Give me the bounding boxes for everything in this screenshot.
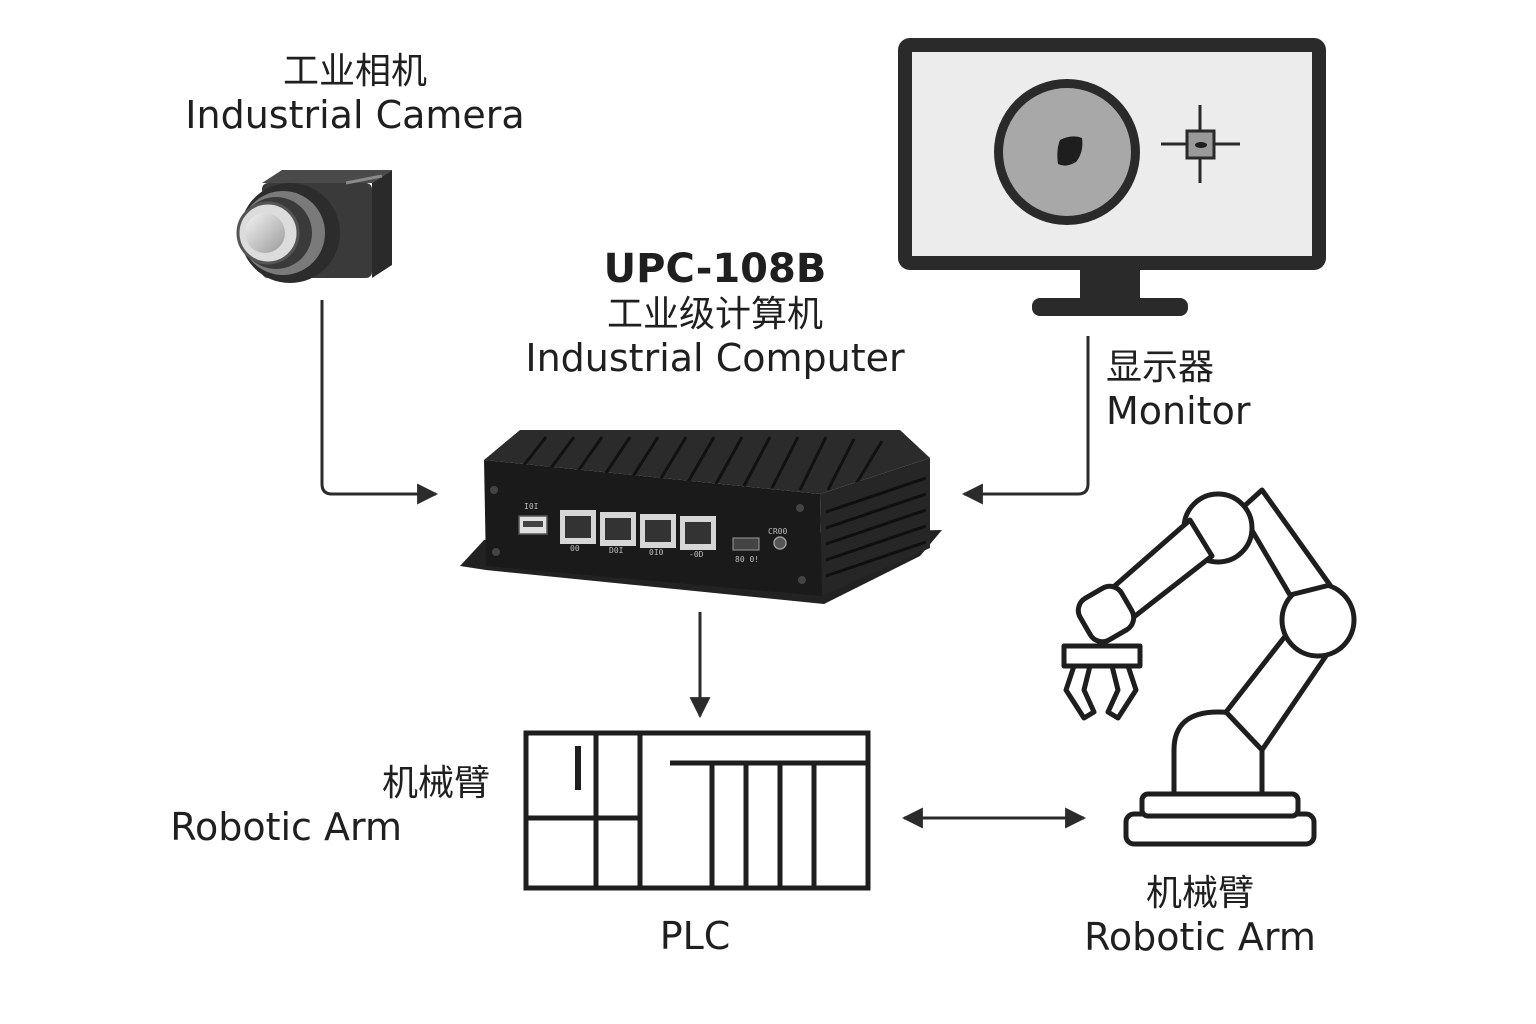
robot-right-label: 机械臂 Robotic Arm — [1050, 872, 1350, 961]
robotic-arm-icon — [1061, 487, 1357, 847]
monitor-label: 显示器 Monitor — [1106, 346, 1306, 435]
crosshair-icon — [1161, 105, 1240, 183]
robot-left-label-en: Robotic Arm — [170, 805, 402, 850]
plc-icon — [523, 730, 871, 891]
lan-ports — [560, 510, 716, 550]
port-label: -0D — [689, 550, 704, 559]
port-label: 00 — [570, 544, 580, 553]
camera-label-en: Industrial Camera — [185, 93, 525, 138]
monitor-label-en: Monitor — [1106, 389, 1251, 434]
camera-icon — [236, 170, 392, 283]
camera-to-computer-arrow — [320, 300, 439, 505]
connectors — [320, 300, 1090, 829]
port-label: 0I0 — [649, 548, 664, 557]
monitor-to-computer-arrow — [961, 336, 1090, 505]
camera-label-zh: 工业相机 — [282, 51, 427, 92]
port-label: CR00 — [768, 527, 787, 536]
computer-label-en: Industrial Computer — [525, 336, 905, 381]
robot-right-label-zh: 机械臂 — [1145, 873, 1254, 914]
port-label: 80 0! — [735, 555, 759, 564]
port-label: D0I — [609, 546, 624, 555]
computer-label: UPC-108B 工业级计算机 Industrial Computer — [500, 245, 930, 382]
robot-right-label-en: Robotic Arm — [1084, 915, 1316, 960]
camera-label: 工业相机 Industrial Camera — [180, 50, 530, 139]
port-label: I0I — [524, 502, 539, 511]
plc-label: PLC — [600, 914, 790, 960]
plc-label-text: PLC — [659, 914, 731, 958]
computer-label-zh: 工业级计算机 — [606, 294, 823, 335]
robot-left-label-zh: 机械臂 — [381, 763, 490, 804]
computer-model: UPC-108B — [603, 246, 827, 292]
robot-left-label: 机械臂 Robotic Arm — [140, 762, 490, 851]
monitor-icon — [898, 38, 1326, 316]
computer-icon: I0I 00 D0I 0I0 -0D 80 0! CR00 — [460, 430, 942, 604]
monitor-label-zh: 显示器 — [1106, 347, 1215, 388]
